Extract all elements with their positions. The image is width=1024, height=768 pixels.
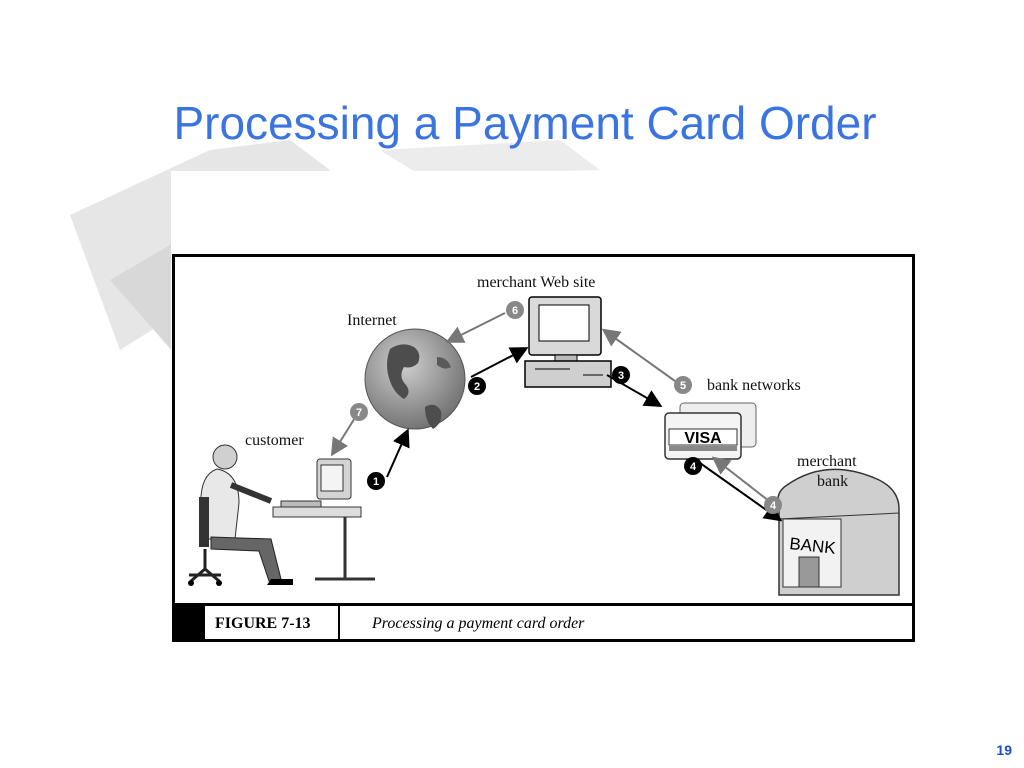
figure-caption-bar: FIGURE 7-13 Processing a payment card or…	[172, 603, 915, 642]
slide-title: Processing a Payment Card Order	[173, 97, 877, 149]
globe-icon	[364, 328, 466, 430]
figure-number: FIGURE 7-13	[205, 606, 340, 642]
svg-text:2: 2	[474, 381, 480, 393]
bank-building-icon: BANK	[777, 468, 900, 596]
arrow-step-1	[386, 428, 410, 478]
arrow-step-5	[601, 328, 676, 382]
label-bank-networks: bank networks	[707, 377, 801, 394]
step-marker-7: 7	[350, 403, 368, 421]
svg-text:5: 5	[680, 380, 686, 392]
svg-text:6: 6	[512, 305, 518, 317]
figure-caption-text: Processing a payment card order	[372, 615, 585, 632]
svg-text:7: 7	[356, 407, 362, 419]
svg-text:4: 4	[770, 500, 777, 512]
step-marker-5: 5	[674, 376, 692, 394]
step-marker-4b: 4	[764, 496, 782, 514]
bank-sign-text: BANK	[789, 534, 838, 558]
customer-at-computer-icon	[188, 444, 375, 586]
svg-text:4: 4	[690, 461, 697, 473]
visa-card-text: VISA	[684, 430, 722, 447]
credit-card-icon: VISA	[664, 402, 757, 460]
payment-flow-diagram: merchant Web site Internet VISA bank net…	[188, 274, 900, 596]
arrow-step-6	[445, 312, 506, 343]
merchant-computer-icon	[524, 296, 612, 388]
label-merchant-web-site: merchant Web site	[477, 274, 595, 291]
step-marker-2: 2	[468, 377, 486, 395]
payment-process-figure: merchant Web site Internet VISA bank net…	[172, 254, 915, 642]
svg-text:3: 3	[618, 370, 624, 382]
label-merchant-bank-line2: bank	[817, 473, 848, 490]
label-merchant-bank-line1: merchant	[797, 453, 857, 470]
step-marker-1: 1	[367, 472, 385, 490]
step-marker-3: 3	[612, 366, 630, 384]
step-marker-6: 6	[506, 301, 524, 319]
arrow-step-2	[470, 347, 529, 378]
svg-text:1: 1	[373, 476, 379, 488]
caption-black-block	[172, 606, 205, 642]
label-customer: customer	[245, 432, 304, 449]
step-marker-4a: 4	[684, 457, 702, 475]
label-internet: Internet	[347, 312, 397, 329]
page-number: 19	[996, 742, 1012, 758]
arrow-step-4-from-bank	[711, 456, 770, 502]
